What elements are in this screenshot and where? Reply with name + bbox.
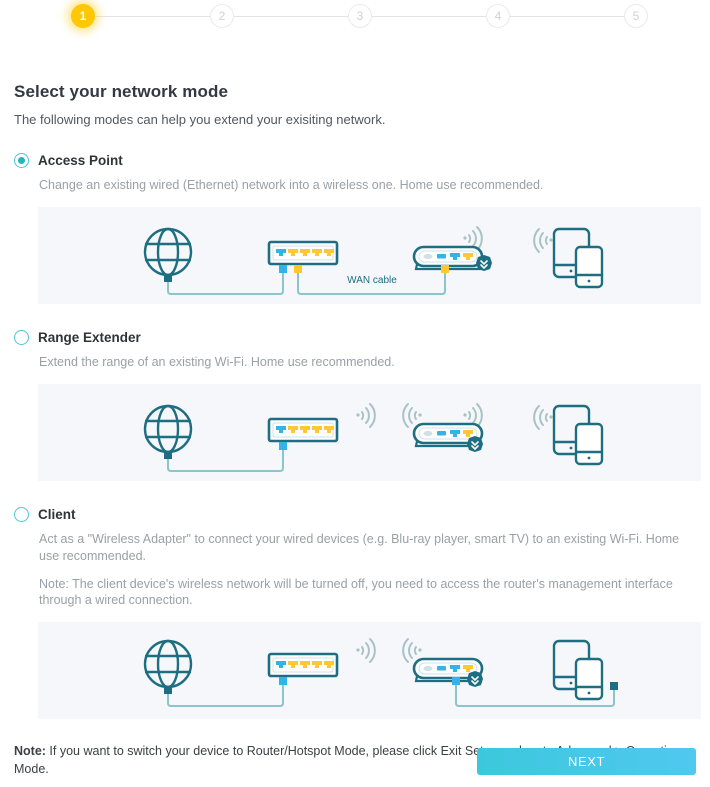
mode-client-label: Client [38,506,76,522]
modem-icon [267,240,339,273]
mode-access-point-label: Access Point [38,153,123,168]
modem-wifi-icon [356,402,376,428]
step-1[interactable]: 1 [71,4,95,28]
modem-wifi-icon [356,638,376,664]
router-wifi-left-icon [402,402,422,428]
router-wifi-right-icon [463,225,483,251]
globe-port [164,451,172,459]
router-icon [412,422,484,452]
radio-client[interactable] [14,506,29,522]
router-lan-port [452,677,460,686]
router-indicator [437,430,446,436]
router-led [423,253,433,259]
page-subtitle: The following modes can help you extend … [14,112,386,127]
radio-access-point[interactable] [14,153,29,168]
footer-actions: NEXT [477,748,696,775]
modem-icon [267,417,339,450]
step-3-label: 3 [356,9,364,23]
cable-globe-modem [167,272,284,295]
mode-range-extender-label: Range Extender [38,329,141,345]
router-icon [412,657,484,688]
modem-icon [267,652,339,686]
router-port-2 [463,252,473,260]
step-2[interactable]: 2 [210,4,234,28]
step-2-label: 2 [218,9,226,23]
mode-client-note: Note: The client device's wireless netwo… [39,576,673,608]
router-badge [467,671,483,688]
mode-range-extender: Range Extender Extend the range of an ex… [14,329,701,481]
mode-client-header[interactable]: Client [14,506,696,522]
wan-cable-label: WAN cable [347,275,397,286]
router-indicator [437,666,446,671]
router-badge [467,435,483,452]
diagram-range-extender [38,383,701,481]
router-port-2 [463,429,473,437]
mode-client: Client Act as a "Wireless Adapter" to co… [14,506,701,720]
mode-access-point-header[interactable]: Access Point [14,153,696,168]
page-title: Select your network mode [14,82,229,101]
mode-range-extender-header[interactable]: Range Extender [14,329,696,345]
globe-port [164,274,172,282]
diagram-client [38,622,701,720]
router-wan-port [441,264,449,273]
router-indicator [437,253,446,259]
setup-stepper: 1 2 3 4 5 [0,0,710,48]
devices-icon [552,640,604,701]
router-port-2 [463,665,473,673]
device-wifi-icon [533,404,553,430]
step-3[interactable]: 3 [348,4,372,28]
step-5[interactable]: 5 [624,4,648,28]
device-port [610,682,618,691]
modem-ports [276,661,334,669]
bottom-note-prefix: Note: [14,744,46,759]
router-led [423,430,433,436]
step-5-label: 5 [632,9,640,23]
modem-lan-port [279,677,287,686]
devices-icon [552,227,604,289]
modem-lan-port [279,441,287,450]
globe-icon [143,404,193,453]
modem-ports [276,248,334,256]
modem-wan-port [294,264,302,273]
mode-access-point-description: Change an existing wired (Ethernet) netw… [39,178,544,192]
next-button[interactable]: NEXT [477,748,696,775]
mode-access-point: Access Point Change an existing wired (E… [14,153,701,304]
devices-icon [552,404,604,465]
mode-range-extender-description: Extend the range of an existing Wi-Fi. H… [39,354,395,369]
router-wifi-right-icon [463,402,483,428]
cable-router-devices [455,685,615,708]
globe-port [164,687,172,695]
router-port-1 [450,665,460,673]
radio-range-extender[interactable] [14,329,29,345]
modem-ports [276,425,334,433]
router-port-1 [450,429,460,437]
router-wifi-left-icon [402,638,422,664]
router-port-1 [450,252,460,260]
cable-globe-modem [167,685,284,708]
globe-icon [143,227,193,277]
modem-lan-port [279,264,287,273]
globe-icon [143,640,193,689]
step-4-label: 4 [494,9,502,23]
diagram-access-point: WAN cable [38,206,701,304]
router-led [423,666,433,672]
step-1-label: 1 [79,9,87,23]
step-4[interactable]: 4 [486,4,510,28]
router-icon [412,245,492,273]
device-wifi-icon [533,227,553,253]
mode-client-description: Act as a "Wireless Adapter" to connect y… [39,531,680,563]
cable-wan [297,272,446,295]
router-badge [476,254,492,271]
cable-globe-modem [167,449,284,472]
